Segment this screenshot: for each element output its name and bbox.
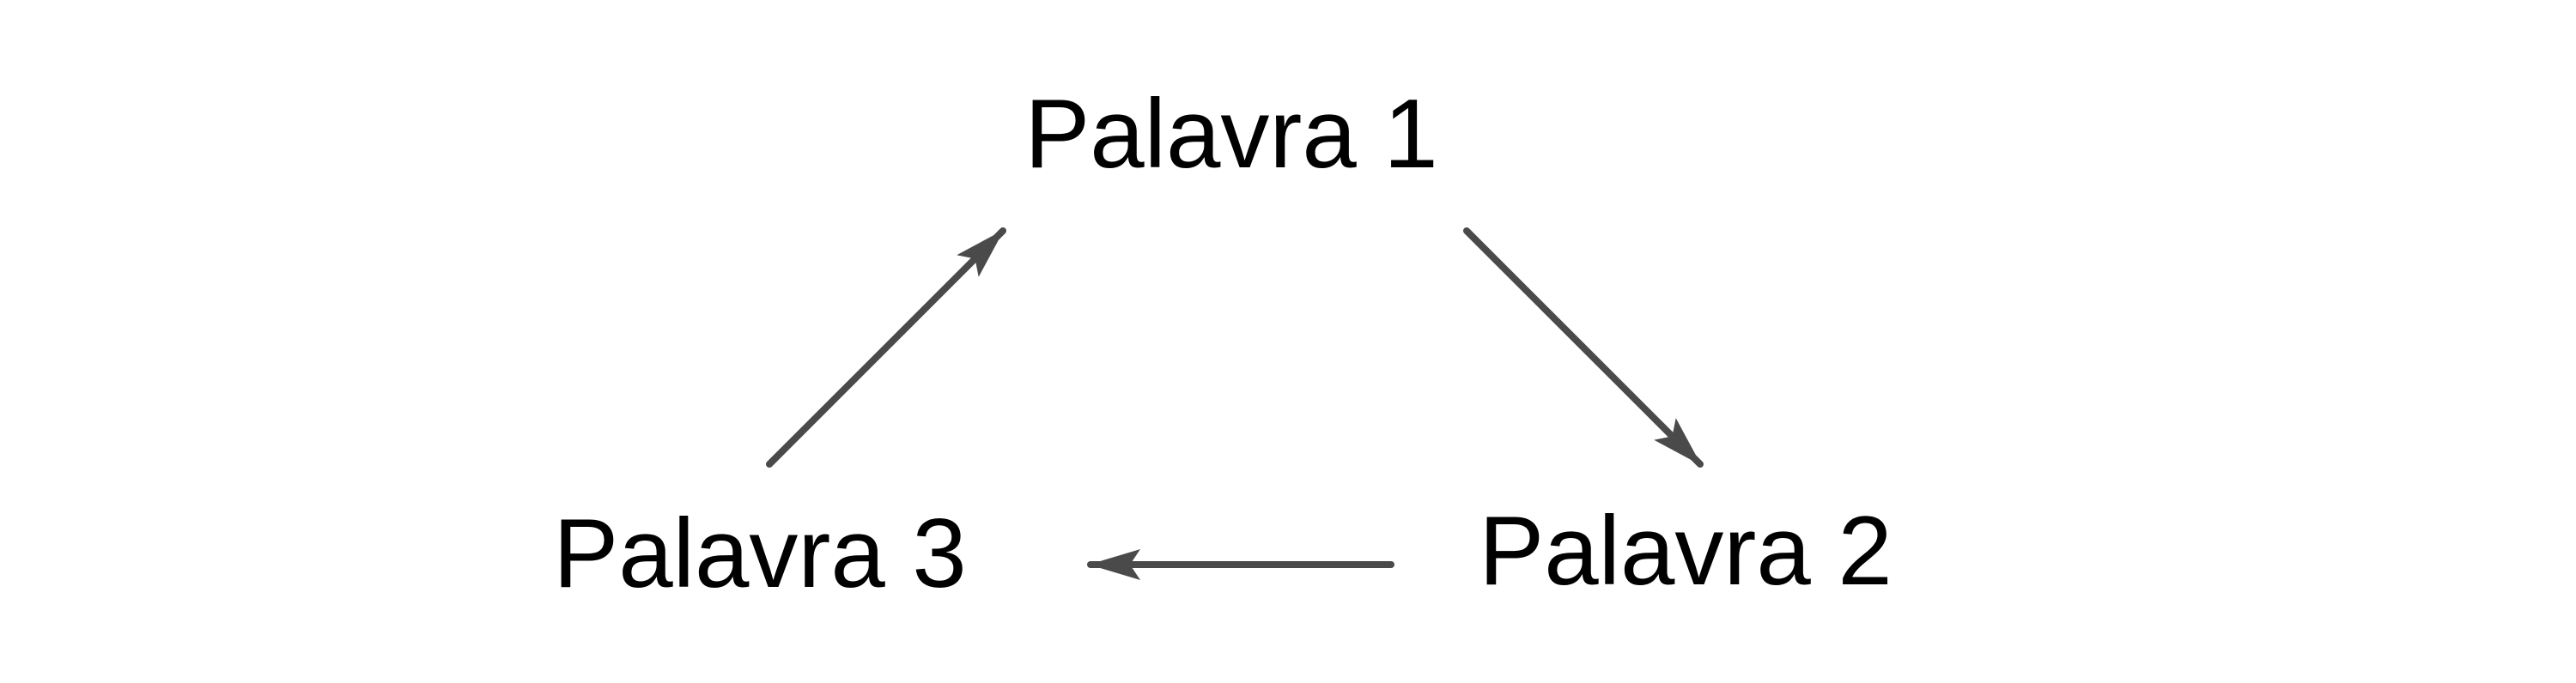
node-label-palavra-1: Palavra 1 <box>1024 80 1438 189</box>
node-label-palavra-2: Palavra 2 <box>1479 497 1893 606</box>
node-label-palavra-3: Palavra 3 <box>553 499 967 608</box>
edge-arrow-1-to-2 <box>1463 227 1704 468</box>
edge-arrow-3-to-1 <box>766 227 1006 468</box>
